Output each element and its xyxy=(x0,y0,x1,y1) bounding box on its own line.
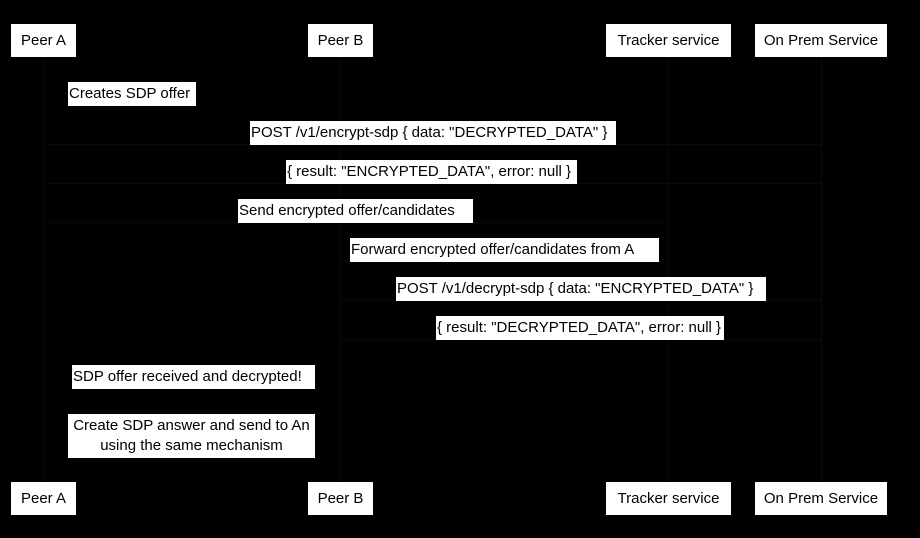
lifeline-peer-a xyxy=(43,58,44,481)
participant-peer-a-bottom[interactable]: Peer A xyxy=(10,481,77,516)
participant-label: On Prem Service xyxy=(763,490,879,507)
participant-peer-b-top[interactable]: Peer B xyxy=(307,23,374,58)
participant-peer-b-bottom[interactable]: Peer B xyxy=(307,481,374,516)
participant-label: Peer A xyxy=(20,32,67,49)
participant-label: Peer B xyxy=(317,490,364,507)
participant-label: Tracker service xyxy=(617,32,720,49)
message-label-send-encrypted-offer: Send encrypted offer/candidates xyxy=(238,199,473,223)
message-label-post-decrypt-sdp: POST /v1/decrypt-sdp { data: "ENCRYPTED_… xyxy=(396,277,766,301)
participant-tracker-service-bottom[interactable]: Tracker service xyxy=(605,481,732,516)
participant-label: Peer A xyxy=(20,490,67,507)
message-label-encrypt-sdp-result: { result: "ENCRYPTED_DATA", error: null … xyxy=(286,160,577,184)
message-label-creates-sdp-offer: Creates SDP offer xyxy=(68,82,196,106)
participant-label: Peer B xyxy=(317,32,364,49)
participant-on-prem-service-top[interactable]: On Prem Service xyxy=(754,23,888,58)
message-label-sdp-offer-received: SDP offer received and decrypted! xyxy=(72,365,315,389)
participant-label: On Prem Service xyxy=(763,32,879,49)
participant-on-prem-service-bottom[interactable]: On Prem Service xyxy=(754,481,888,516)
participant-tracker-service-top[interactable]: Tracker service xyxy=(605,23,732,58)
lifeline-on-prem-service xyxy=(821,58,822,481)
lifeline-tracker-service xyxy=(668,58,669,481)
message-label-forward-encrypted-offer: Forward encrypted offer/candidates from … xyxy=(350,238,659,262)
message-label-decrypt-sdp-result: { result: "DECRYPTED_DATA", error: null … xyxy=(436,316,724,340)
participant-label: Tracker service xyxy=(617,490,720,507)
participant-peer-a-top[interactable]: Peer A xyxy=(10,23,77,58)
message-label-post-encrypt-sdp: POST /v1/encrypt-sdp { data: "DECRYPTED_… xyxy=(250,121,616,145)
message-label-create-sdp-answer: Create SDP answer and send to An using t… xyxy=(68,414,315,458)
lifeline-peer-b xyxy=(340,58,341,481)
